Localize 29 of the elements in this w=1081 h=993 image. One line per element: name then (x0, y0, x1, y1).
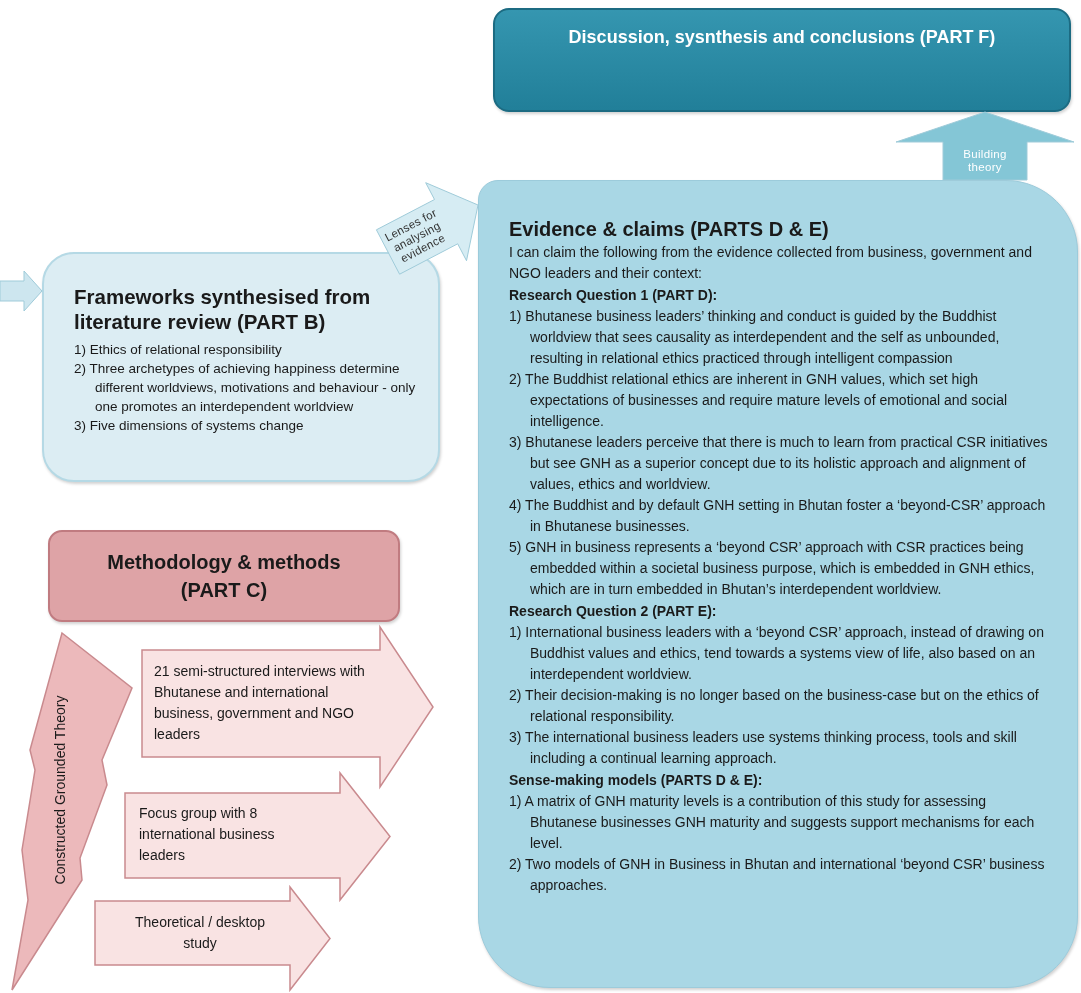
arrow-text: Focus group with 8 international business leaders (139, 804, 276, 865)
subheading: Research Question 2 (PART E): (509, 602, 718, 621)
section-box (478, 180, 1078, 988)
list-item: 2) Two models of GNH in Business in Bhutan and international ‘beyond CSR’ business approaches. (509, 855, 1046, 895)
body-text: I can claim the following from the evidence collected from business, government and NGO leaders and their context: (509, 243, 1033, 283)
box-heading: Evidence & claims (PARTS D & E) (509, 217, 830, 242)
arrow-text: Theoretical / desktop study (134, 913, 266, 953)
list-item: 3) Five dimensions of systems change (74, 417, 305, 435)
arrow-text: 21 semi-structured interviews with Bhutanese and international business, government and NGO leaders (154, 662, 366, 744)
list-item: 3) Bhutanese leaders perceive that there is much to learn from practical CSR initiatives but see GNH as a superior concept due to its holistic approach and alignment of values, ethics and worldview. (509, 433, 1049, 494)
list-item: 3) The international business leaders use systems thinking process, tools and skill including a continual learning approach. (509, 728, 1018, 768)
box-heading: Methodology & methods (PART C) (106, 550, 342, 603)
vertical-label: Constructed Grounded Theory (52, 695, 68, 885)
block-arrow (0, 270, 43, 312)
box-heading: Frameworks synthesised from literature review (PART B) (74, 284, 372, 334)
list-item: 1) International business leaders with a ‘beyond CSR’ approach, instead of drawing on Buddhist values and ethics, tend towards a systems view of life, also based on an interdependent worldview. (509, 623, 1045, 684)
list-item: 1) Bhutanese business leaders’ thinking and conduct is guided by the Buddhist worldview that sees causality as interdependent and the self as unbounded, resulting in relational ethics practiced through intelligent compassion (509, 307, 1001, 368)
section-box (48, 530, 400, 622)
list-item: 2) The Buddhist relational ethics are inherent in GNH values, which set high expectations of businesses and require mature levels of emotional and social intelligence. (509, 370, 1009, 431)
list-item: 1) Ethics of relational responsibility (74, 341, 283, 359)
subheading: Sense-making models (PARTS D & E): (509, 771, 764, 790)
list-item: 2) Their decision-making is no longer based on the business-case but on the ethics of relational responsibility. (509, 686, 1040, 726)
section-box (493, 8, 1071, 112)
list-item: 5) GNH in business represents a ‘beyond CSR’ approach with CSR practices being embedded within a societal business purpose, which is embedded in GNH ethics, which are in turn embedded in Bhutan’s interdependent worldview. (509, 538, 1036, 599)
list-item: 2) Three archetypes of achieving happiness determine different worldviews, motivations and behaviour - only one promotes an interdependent worldview (74, 360, 417, 416)
list-item: 1) A matrix of GNH maturity levels is a contribution of this study for assessing Bhutanese businesses GNH maturity and suggests support mechanisms for each level. (509, 792, 1036, 853)
list-item: 4) The Buddhist and by default GNH setting in Bhutan foster a ‘beyond-CSR’ approach in Bhutanese businesses. (509, 496, 1047, 536)
box-heading: Discussion, sysnthesis and conclusions (PART F) (567, 26, 997, 49)
subheading: Research Question 1 (PART D): (509, 286, 719, 305)
